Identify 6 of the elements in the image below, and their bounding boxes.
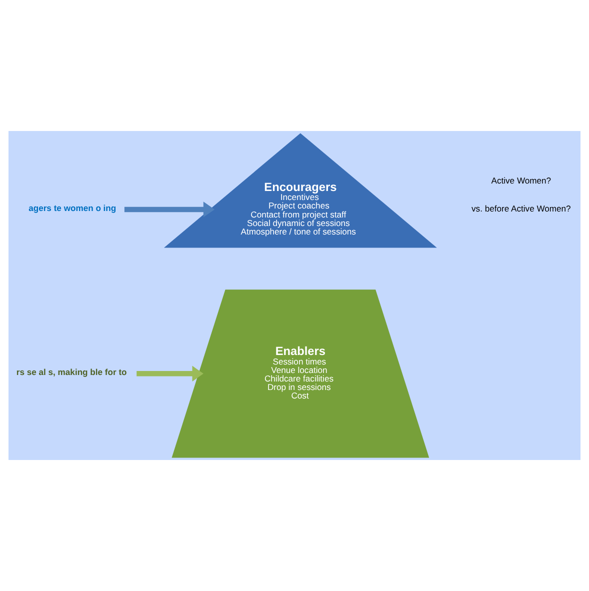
node-text: rs se al s, making ble for to <box>16 367 127 378</box>
arrow <box>136 366 204 382</box>
label: vs. before Active Women? <box>472 204 571 214</box>
label: Active Women? <box>491 175 552 186</box>
node-text: agers te women o ing <box>28 203 116 214</box>
arrow <box>124 202 215 218</box>
